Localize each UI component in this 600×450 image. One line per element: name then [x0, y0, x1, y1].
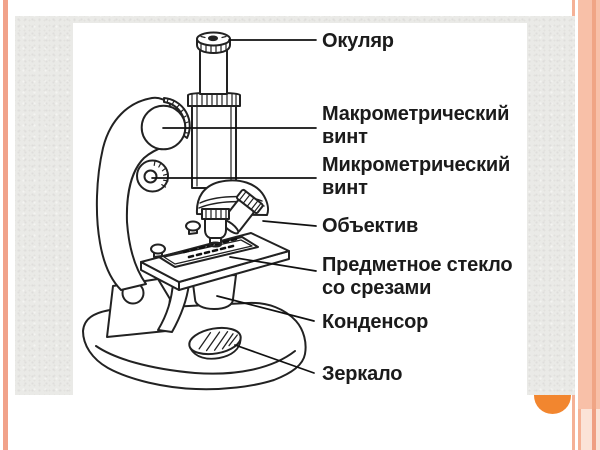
eyepiece [196, 31, 231, 54]
right-accent-band-solid [578, 0, 600, 409]
stage-clips [150, 220, 201, 258]
stage-strut [157, 281, 190, 333]
eyepiece-tube [199, 48, 228, 95]
fine-knob [136, 159, 169, 193]
base-top-edge [95, 345, 296, 375]
leader-lines [151, 39, 317, 374]
mirror [188, 326, 242, 360]
label-objective: Объектив [322, 215, 419, 237]
label-mirror: Зеркало [322, 363, 403, 385]
microscope-illustration [82, 31, 317, 391]
body-tube [191, 104, 237, 189]
label-condenser: Конденсор [322, 311, 429, 333]
label-eyepiece: Окуляр [322, 30, 394, 52]
left-accent-stripe [3, 0, 8, 450]
orange-dot-decoration [534, 395, 571, 414]
objective-vertical [201, 208, 230, 248]
